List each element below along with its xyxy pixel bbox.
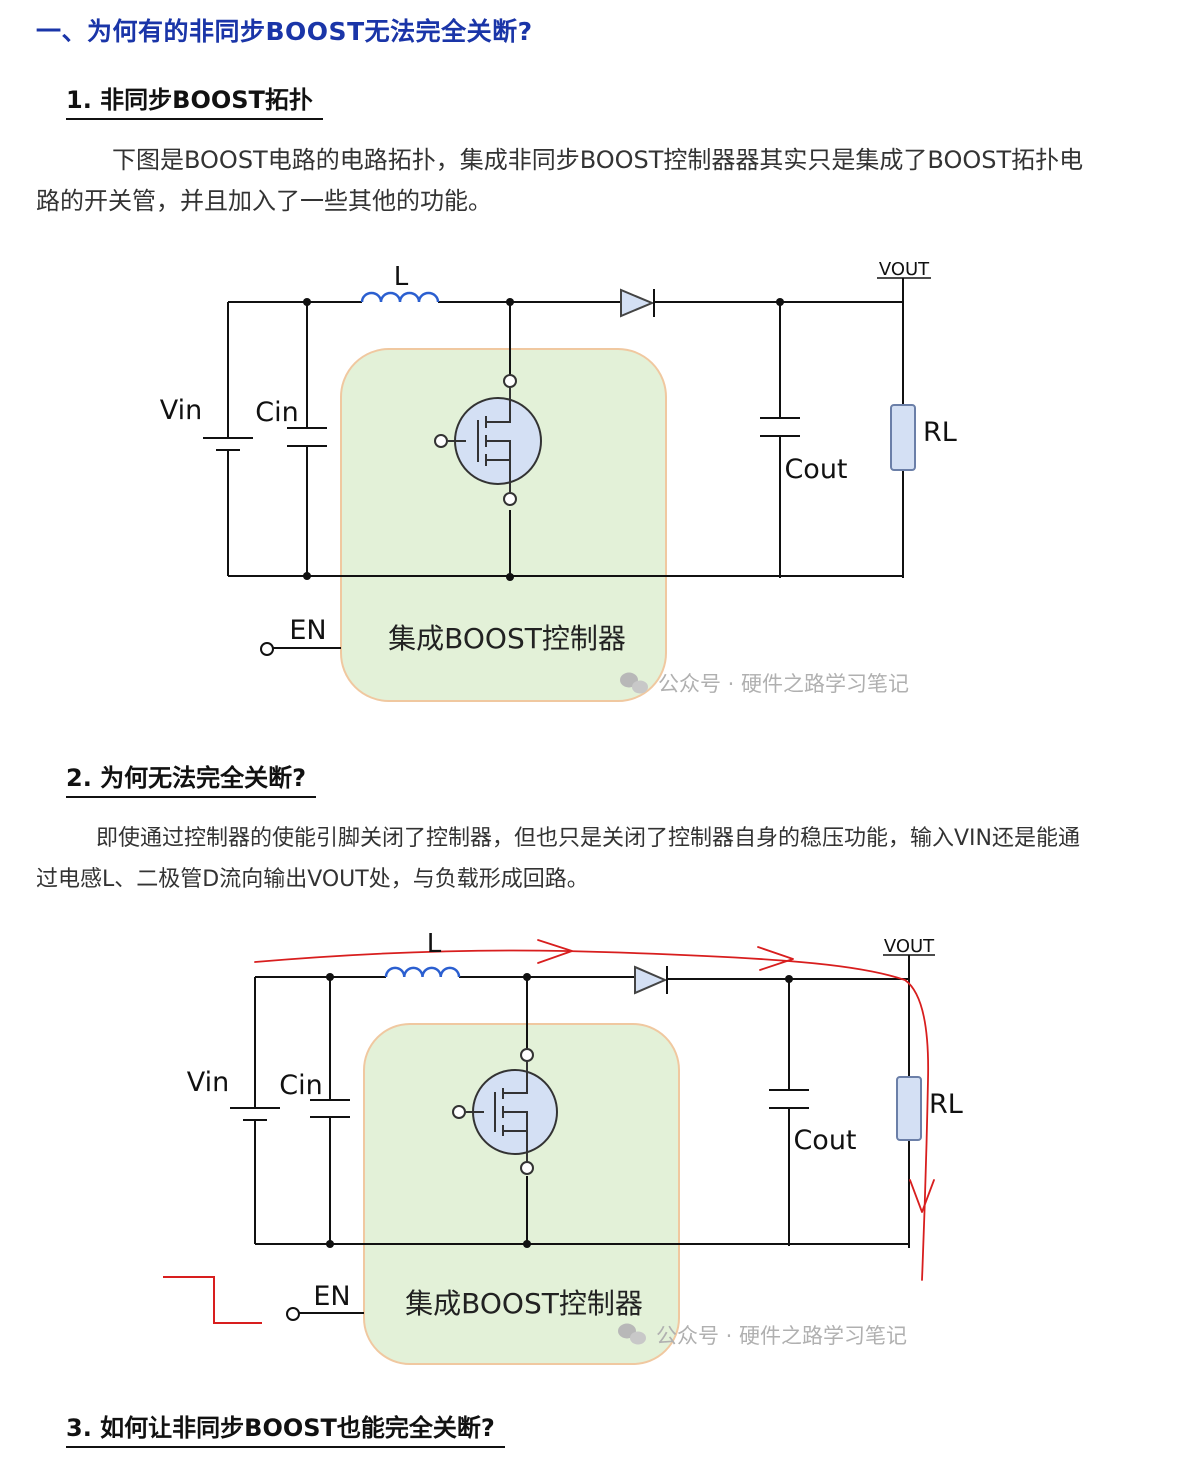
label-vin: Vin xyxy=(160,395,203,426)
label-cout: Cout xyxy=(784,454,847,485)
wechat-icon xyxy=(620,672,648,694)
controller-box xyxy=(340,348,667,702)
leakage-path-diagram: L VOUT Vin Cin Cout RL EN 集成BOOST控制器 公众号… xyxy=(163,929,963,1365)
paragraph-why-not-off: 即使通过控制器的使能引脚关闭了控制器，但也只是关闭了控制器自身的稳压功能，输入V… xyxy=(36,818,1096,900)
leakage-current-path xyxy=(254,939,935,1281)
watermark-text-2: 公众号 · 硬件之路学习笔记 xyxy=(656,1324,907,1348)
heading-topology: 1. 非同步BOOST拓扑 xyxy=(66,80,323,120)
circuit-wires xyxy=(227,278,904,649)
label-controller-2: 集成BOOST控制器 xyxy=(405,1287,643,1320)
cout-capacitor-symbol xyxy=(760,417,800,437)
label-rl-2: RL xyxy=(929,1089,963,1120)
paragraph-topology-text: 下图是BOOST电路的电路拓扑，集成非同步BOOST控制器器其实只是集成了BOO… xyxy=(36,146,1084,215)
diode-symbol xyxy=(620,288,655,318)
en-pin-terminal-2 xyxy=(286,1307,300,1321)
heading-why-not-off: 2. 为何无法完全关断? xyxy=(66,758,317,798)
label-vout-2: VOUT xyxy=(884,936,935,957)
label-vin-2: Vin xyxy=(187,1067,230,1098)
inductor-symbol xyxy=(360,291,440,303)
mosfet-symbol-2 xyxy=(452,1048,558,1175)
en-pin-terminal xyxy=(260,642,274,656)
label-cin-2: Cin xyxy=(279,1070,322,1101)
rl-resistor-symbol-2 xyxy=(896,1076,922,1141)
paragraph-why-not-off-text: 即使通过控制器的使能引脚关闭了控制器，但也只是关闭了控制器自身的稳压功能，输入V… xyxy=(36,826,1080,892)
label-en: EN xyxy=(289,615,326,646)
boost-topology-diagram: L VOUT Vin Cin Cout RL EN 集成BOOST控制器 公众号… xyxy=(160,259,957,702)
diode-symbol-2 xyxy=(634,965,668,995)
cout-capacitor-symbol-2 xyxy=(769,1089,809,1109)
circuit-wires-2 xyxy=(254,955,910,1314)
junction-dots xyxy=(303,298,784,581)
en-low-signal-waveform xyxy=(163,1276,262,1324)
label-en-2: EN xyxy=(313,1281,350,1312)
inductor-symbol-2 xyxy=(384,966,461,978)
junction-dots-2 xyxy=(326,973,793,1248)
cin-capacitor-symbol xyxy=(287,427,327,447)
section-title: 一、为何有的非同步BOOST无法完全关断? xyxy=(36,17,533,46)
paragraph-topology: 下图是BOOST电路的电路拓扑，集成非同步BOOST控制器器其实只是集成了BOO… xyxy=(36,140,1096,222)
label-inductor-2: L xyxy=(427,929,442,959)
watermark-text: 公众号 · 硬件之路学习笔记 xyxy=(658,672,909,696)
wechat-icon xyxy=(618,1323,646,1345)
label-controller: 集成BOOST控制器 xyxy=(388,622,626,655)
cin-capacitor-symbol-2 xyxy=(310,1099,350,1118)
heading-how-to-fully-off: 3. 如何让非同步BOOST也能完全关断? xyxy=(66,1408,505,1448)
vin-battery-symbol-2 xyxy=(230,1107,280,1121)
label-rl: RL xyxy=(923,417,957,448)
label-cin: Cin xyxy=(255,397,298,428)
label-inductor: L xyxy=(394,262,409,292)
mosfet-symbol xyxy=(434,374,542,506)
label-cout-2: Cout xyxy=(793,1125,856,1156)
rl-resistor-symbol xyxy=(890,404,916,471)
controller-box-2 xyxy=(363,1023,680,1365)
label-vout: VOUT xyxy=(879,259,930,280)
vin-battery-symbol xyxy=(203,437,253,451)
